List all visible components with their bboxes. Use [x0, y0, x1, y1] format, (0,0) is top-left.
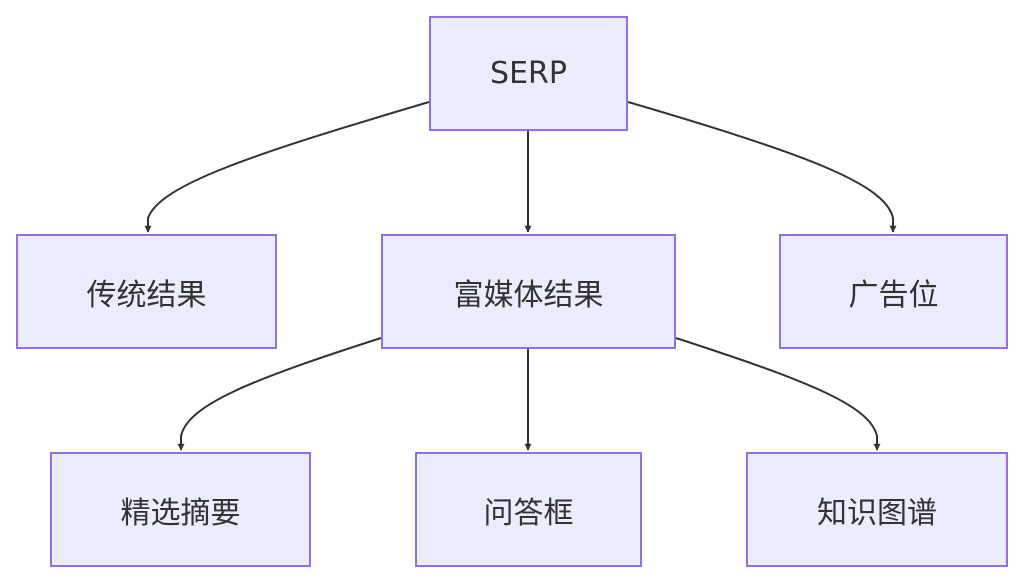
node-ad-slots: 广告位 — [779, 234, 1008, 349]
node-serp-label: SERP — [490, 56, 567, 91]
edge-serp-to-ads — [627, 101, 897, 233]
edge-rich-media-to-featured-snippet — [177, 337, 382, 451]
node-rich-media-results: 富媒体结果 — [381, 234, 676, 349]
node-knowledge-graph: 知识图谱 — [746, 452, 1008, 567]
node-knowledge-graph-label: 知识图谱 — [817, 495, 937, 531]
edge-rich-media-to-knowledge-graph — [675, 337, 881, 451]
node-ad-slots-label: 广告位 — [848, 277, 939, 313]
node-qa-box-label: 问答框 — [483, 495, 574, 531]
node-serp: SERP — [429, 16, 628, 131]
node-qa-box: 问答框 — [415, 452, 642, 567]
node-rich-media-results-label: 富媒体结果 — [453, 277, 604, 313]
node-featured-snippet: 精选摘要 — [50, 452, 311, 567]
edge-serp-to-traditional — [144, 101, 430, 233]
node-featured-snippet-label: 精选摘要 — [120, 495, 241, 531]
node-traditional-results: 传统结果 — [16, 234, 277, 349]
node-traditional-results-label: 传统结果 — [86, 277, 207, 313]
